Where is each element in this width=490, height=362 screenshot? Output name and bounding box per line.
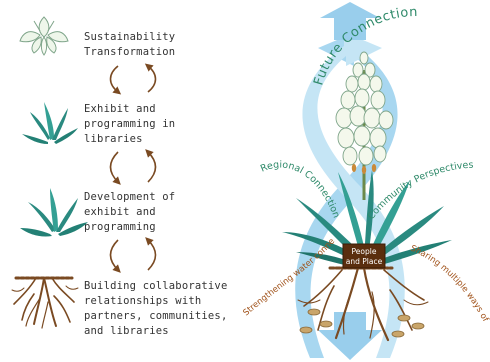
people-and-place-box: People and Place xyxy=(343,244,385,268)
arrow-up-2 xyxy=(148,152,156,182)
arrow-head-bottom xyxy=(318,312,382,360)
arrow-down-3 xyxy=(111,240,119,270)
sharing-ways-label: Sharing multiple ways of knowing about w… xyxy=(0,0,490,326)
yucca-sprout-icon xyxy=(22,102,78,144)
cycle-arrows xyxy=(111,66,156,270)
community-perspectives-label: Community Perspectives xyxy=(366,160,474,222)
arrow-up-1 xyxy=(148,66,156,92)
center-label-line-2: and Place xyxy=(346,257,383,266)
yucca-plant-icon xyxy=(20,188,88,237)
yucca-flower-icon xyxy=(20,17,68,55)
arrow-down-2 xyxy=(111,152,119,182)
arrow-down-1 xyxy=(111,66,119,92)
roots-icon xyxy=(12,278,78,328)
center-label-line-1: People xyxy=(352,247,377,256)
arrow-up-3 xyxy=(148,240,156,270)
